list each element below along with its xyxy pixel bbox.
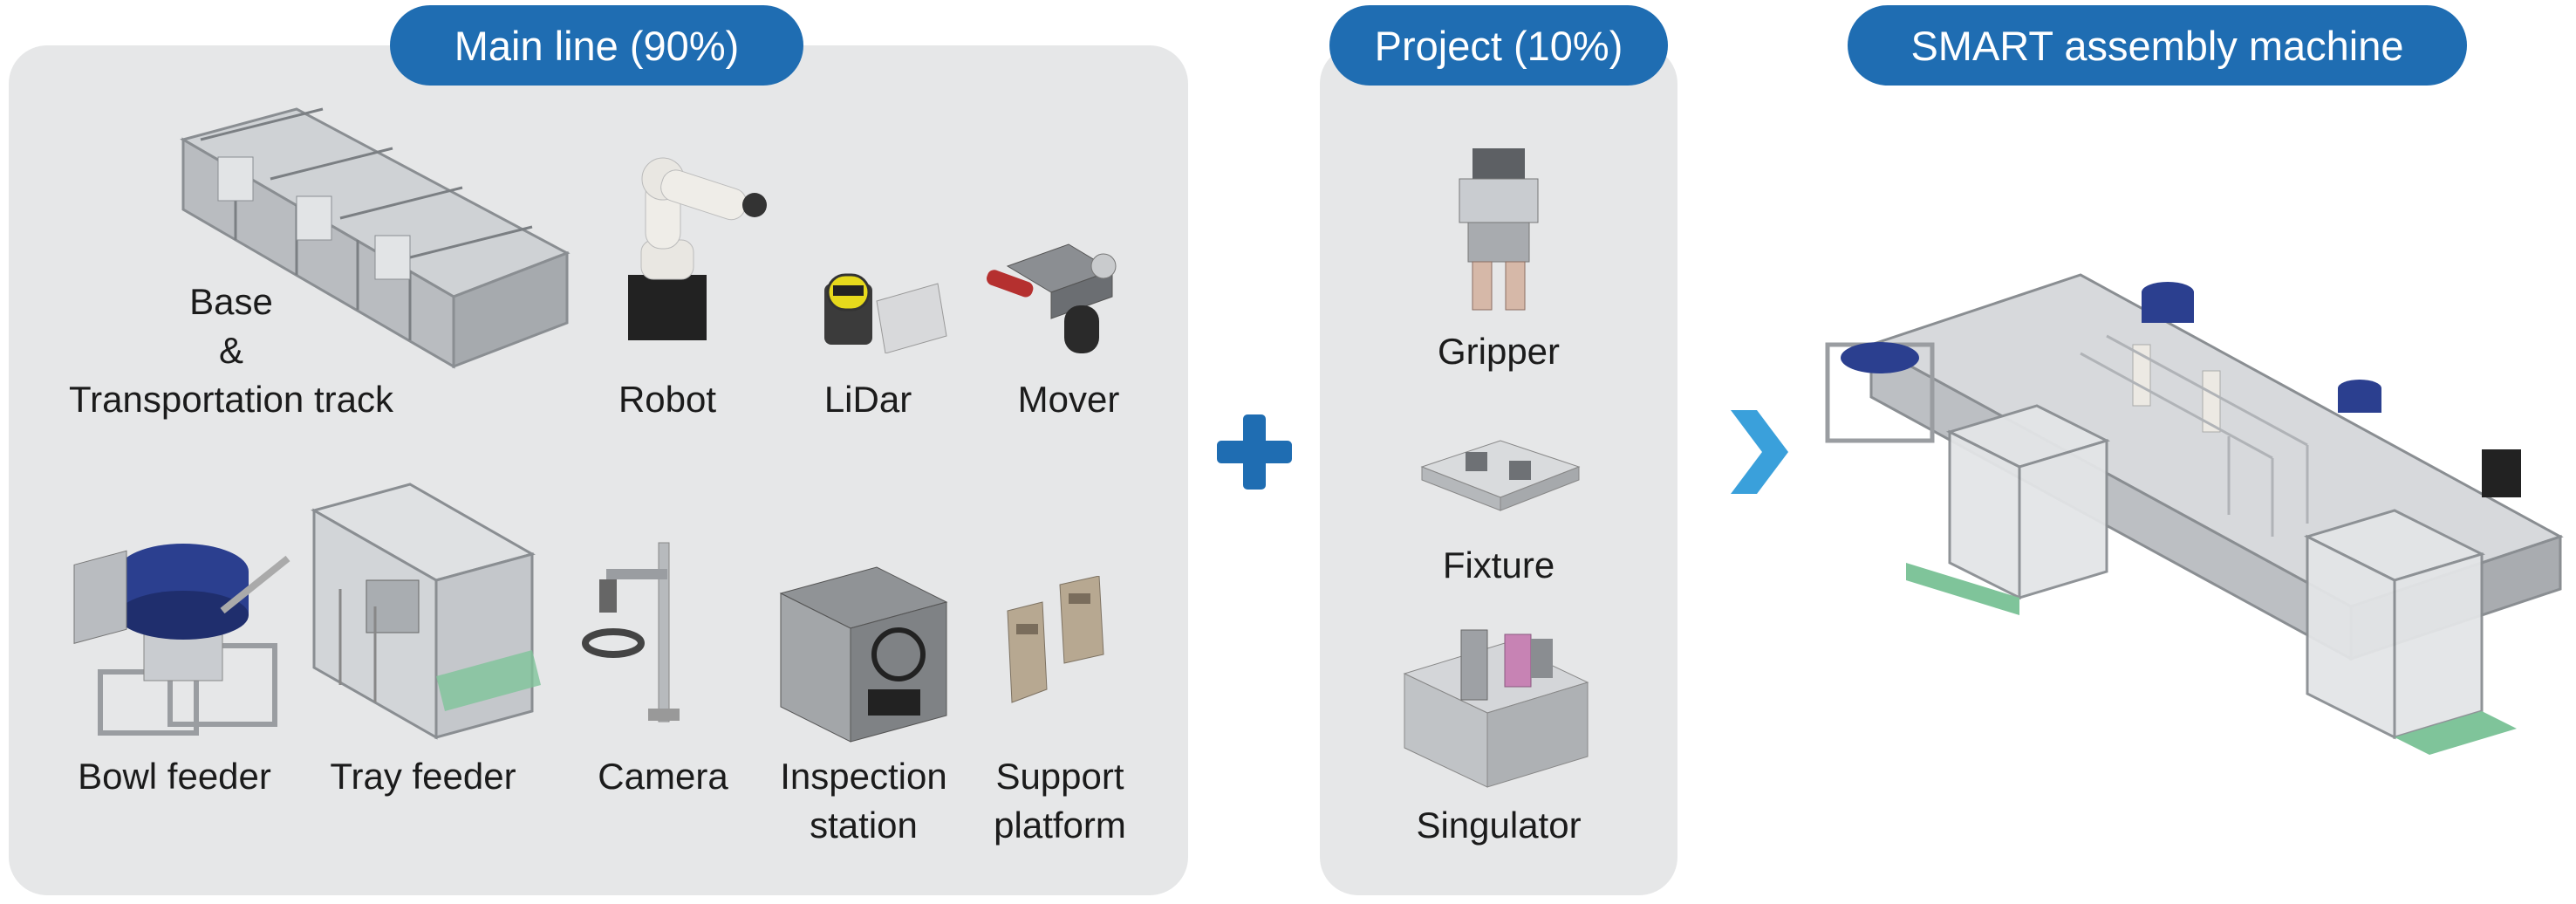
tray-feeder-image <box>305 476 541 750</box>
component-label-inspection: Inspection station <box>759 752 968 850</box>
label-line: Bowl feeder <box>78 756 271 797</box>
label-line: Singulator <box>1416 805 1582 846</box>
label-line: Base <box>189 281 273 322</box>
singulator-image <box>1400 621 1592 791</box>
label-line: & <box>218 330 243 371</box>
plus-icon <box>1217 414 1292 490</box>
bowl-feeder-image <box>65 524 292 746</box>
component-label-mover: Mover <box>994 375 1143 424</box>
chevron-right-icon <box>1729 408 1790 496</box>
camera-image <box>580 534 694 726</box>
label-line: Fixture <box>1442 544 1555 586</box>
label-line: station <box>810 805 918 846</box>
component-label-lidar: LiDar <box>794 375 942 424</box>
component-label-gripper: Gripper <box>1361 327 1636 376</box>
label-line: Gripper <box>1437 331 1561 372</box>
component-label-tray: Tray feeder <box>305 752 541 801</box>
smart-machine-title: SMART assembly machine <box>1848 5 2467 86</box>
component-label-base: Base & Transportation track <box>44 277 419 424</box>
label-line: Robot <box>618 379 717 420</box>
smart-assembly-machine-image <box>1819 249 2569 790</box>
label-line: Tray feeder <box>330 756 516 797</box>
label-line: Support <box>995 756 1124 797</box>
main-line-title: Main line (90%) <box>390 5 803 86</box>
base-track-image <box>166 105 584 375</box>
support-platform-image <box>999 576 1125 711</box>
inspection-station-image <box>772 558 955 746</box>
gripper-image <box>1438 144 1560 318</box>
robot-image <box>611 144 776 345</box>
label-line: platform <box>994 805 1126 846</box>
component-label-bowl: Bowl feeder <box>52 752 297 801</box>
fixture-image <box>1413 428 1588 515</box>
component-label-camera: Camera <box>576 752 750 801</box>
label-line: Mover <box>1017 379 1120 420</box>
label-line: LiDar <box>823 379 912 420</box>
mover-image <box>981 236 1130 358</box>
component-label-fixture: Fixture <box>1361 541 1636 590</box>
project-title: Project (10%) <box>1329 5 1668 86</box>
component-label-singulator: Singulator <box>1361 801 1636 850</box>
component-label-support: Support platform <box>968 752 1151 850</box>
label-line: Camera <box>598 756 728 797</box>
label-line: Transportation track <box>69 379 393 420</box>
label-line: Inspection <box>780 756 947 797</box>
lidar-image <box>816 266 955 353</box>
component-label-robot: Robot <box>593 375 741 424</box>
